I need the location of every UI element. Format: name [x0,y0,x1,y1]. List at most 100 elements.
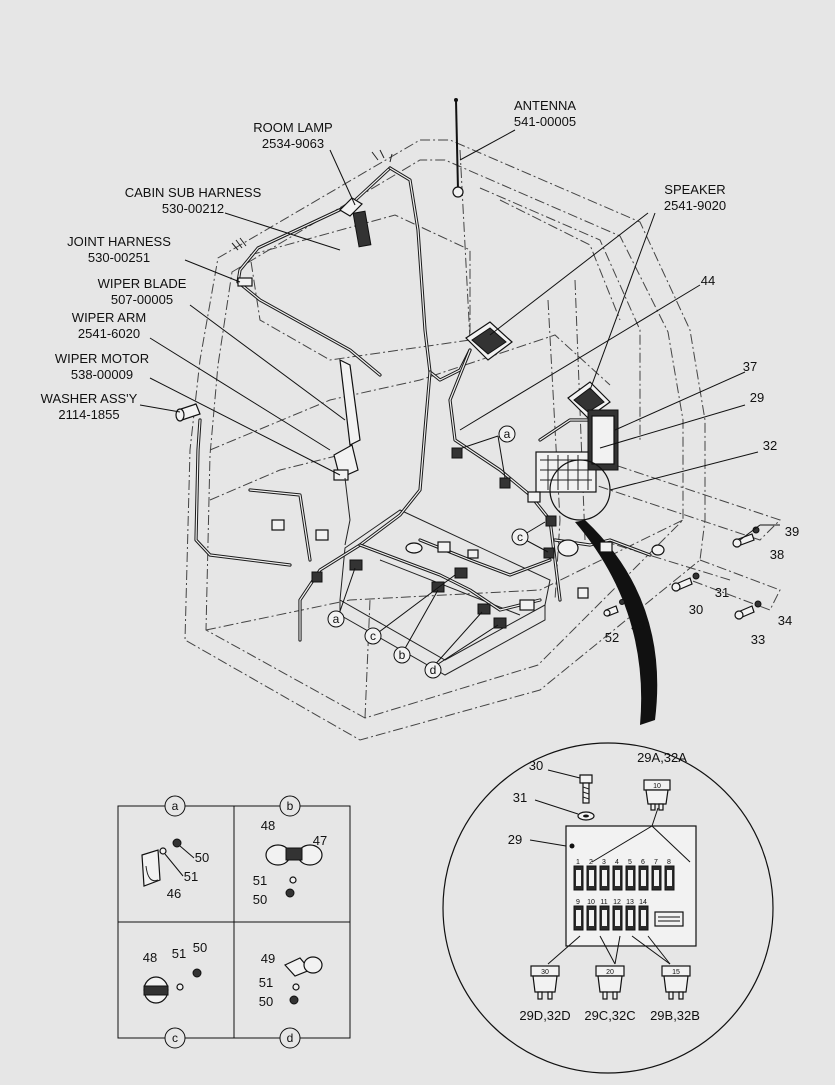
tag-a-left: a [333,612,340,626]
fuse-slot-number: 13 [626,899,634,906]
circle-letter-tags: a c a c b d [327,425,529,679]
clamp-a-n3: 46 [167,886,181,901]
washer-name: WASHER ASS'Y [41,391,138,406]
fuse-slot-number: 14 [639,899,647,906]
joint-harness-name: JOINT HARNESS [67,234,171,249]
fuse-slot-number: 4 [615,859,619,866]
part-31: 31 [715,585,729,600]
fuse-slot-number: 3 [602,859,606,866]
clamp-c-drawing [143,968,202,1004]
wiper-motor-code: 538-00009 [71,367,133,382]
fuse-slot-number: 12 [613,899,621,906]
washer-code: 2114-1855 [58,407,119,422]
fuse-slot-number: 9 [576,899,580,906]
fuse-slot-insert [667,870,672,886]
room-lamp-code: 2534-9063 [262,136,324,151]
clamp-d-drawing [284,956,323,1005]
clamp-c-n1: 48 [143,950,157,965]
fuse-mid-label: 29C,32C [584,1008,635,1023]
wiper-blade-name: WIPER BLADE [98,276,187,291]
part-53: 53 [631,618,645,633]
fuse-slot-number: 5 [628,859,632,866]
part-37: 37 [743,359,757,374]
fuse-slot-number: 8 [667,859,671,866]
wiper-arm-code: 2541-6020 [78,326,140,341]
cabin-sub-harness-code: 530-00212 [162,201,224,216]
joint-harness-code: 530-00251 [88,250,150,265]
antenna-code: 541-00005 [514,114,576,129]
clamp-b-drawing [265,844,323,898]
part-52: 52 [605,630,619,645]
washer-bottle [175,403,201,422]
fuse-slot-insert [589,870,594,886]
fuse-top-label: 29A,32A [637,750,687,765]
detail-box-29: 29 [508,832,522,847]
wiper-arm-name: WIPER ARM [72,310,146,325]
clamp-c-n2: 51 [172,946,186,961]
fuse-slot-insert [602,870,607,886]
fuse-slot-insert [641,870,646,886]
clamp-b-n2: 47 [313,833,327,848]
clamp-c-n3: 50 [193,940,207,955]
callout-labels: ANTENNA 541-00005 ROOM LAMP 2534-9063 CA… [41,98,800,647]
part-44: 44 [701,273,715,288]
wiper-motor-name: WIPER MOTOR [55,351,149,366]
clamp-b-tag: b [287,799,294,813]
clamp-d-n2: 51 [259,975,273,990]
fuse-slot-insert [628,870,633,886]
tag-a-top: a [504,427,511,441]
wiper-blade-code: 507-00005 [111,292,173,307]
fuse-slot-insert [602,910,607,926]
detail-washer-31: 31 [513,790,527,805]
fuse-slot-number: 1 [576,859,580,866]
harness-connectors [271,447,665,629]
cabin-sub-harness-name: CABIN SUB HARNESS [125,185,262,200]
room-lamp-name: ROOM LAMP [253,120,332,135]
tag-c-low: c [370,629,376,643]
part-38: 38 [770,547,784,562]
fuse-slot-insert [615,910,620,926]
speakers [465,321,611,419]
fuse-slot-number: 10 [587,899,595,906]
fuse-slot-number: 2 [589,859,593,866]
fuse-mid-rating: 20 [606,969,614,976]
clamp-a-n2: 51 [184,869,198,884]
clamp-b-n3: 51 [253,873,267,888]
tag-b-low: b [399,648,406,662]
antenna [452,98,464,198]
fuse-slot-insert [654,870,659,886]
clamp-a-n1: 50 [195,850,209,865]
fuse-slot-number: 7 [654,859,658,866]
speaker-name: SPEAKER [664,182,725,197]
fuse-right-rating: 15 [672,969,680,976]
fuse-top-rating: 10 [653,783,661,790]
fuse-relay-box [535,409,658,725]
fuse-slot-insert [615,870,620,886]
room-lamp [339,149,393,248]
tag-c-mid: c [517,530,523,544]
clamp-d-tag: d [287,1031,294,1045]
fuse-slot-number: 11 [600,899,607,906]
part-39: 39 [785,524,799,539]
antenna-name: ANTENNA [514,98,576,113]
fuse-slots-bottom: 9 10 11 12 13 14 [573,899,649,931]
clamp-a-drawing [141,838,182,887]
joint-harness-connector [231,237,253,287]
part-33: 33 [751,632,765,647]
cabin-frame [184,139,781,741]
fuse-right-icon: 15 [661,965,691,1000]
clamp-b-n4: 50 [253,892,267,907]
fuse-slot-insert [628,910,633,926]
fuse-slot-insert [641,910,646,926]
fuse-slot-insert [576,910,581,926]
fuse-left-rating: 30 [541,969,549,976]
wiper-assembly [333,358,361,546]
part-29: 29 [750,390,764,405]
fuse-right-label: 29B,32B [650,1008,700,1023]
fuse-left-icon: 30 [530,965,560,1000]
fuse-mid-icon: 20 [595,965,625,1000]
